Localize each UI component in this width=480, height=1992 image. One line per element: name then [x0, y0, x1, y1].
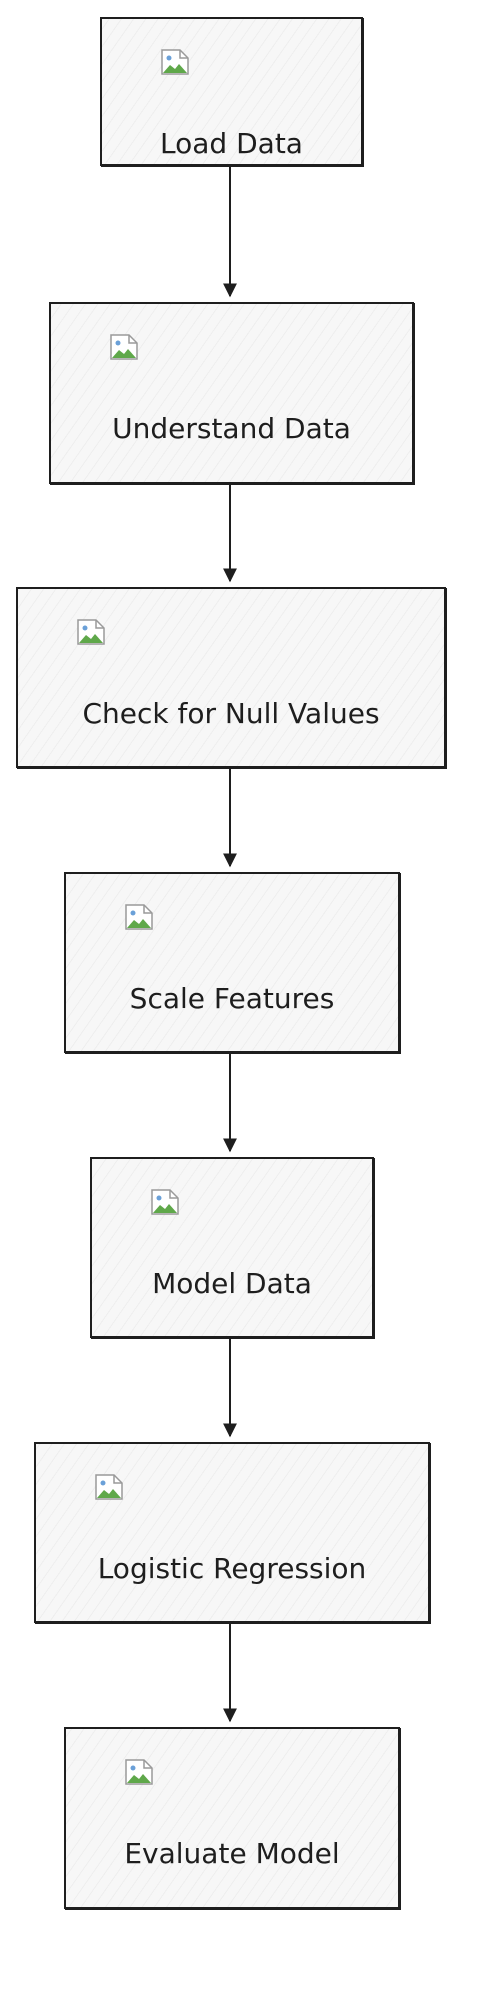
node-load-data: Load Data — [100, 17, 363, 166]
node-understand-data: Understand Data — [49, 302, 414, 484]
broken-image-icon — [125, 1759, 153, 1785]
node-evaluate-model: Evaluate Model — [64, 1727, 400, 1909]
broken-image-icon — [110, 334, 138, 360]
node-scale-features: Scale Features — [64, 872, 400, 1053]
broken-image-icon — [161, 49, 189, 75]
node-logistic-regression: Logistic Regression — [34, 1442, 430, 1623]
node-label: Understand Data — [112, 412, 351, 445]
node-model-data: Model Data — [90, 1157, 374, 1338]
broken-image-icon — [125, 904, 153, 930]
node-label: Model Data — [152, 1267, 312, 1300]
node-label: Load Data — [160, 127, 303, 160]
broken-image-icon — [151, 1189, 179, 1215]
node-check-null-values: Check for Null Values — [16, 587, 446, 768]
node-label: Evaluate Model — [124, 1837, 340, 1870]
node-label: Check for Null Values — [82, 697, 380, 730]
broken-image-icon — [77, 619, 105, 645]
broken-image-icon — [95, 1474, 123, 1500]
node-label: Logistic Regression — [97, 1552, 367, 1585]
node-label: Scale Features — [129, 982, 335, 1015]
